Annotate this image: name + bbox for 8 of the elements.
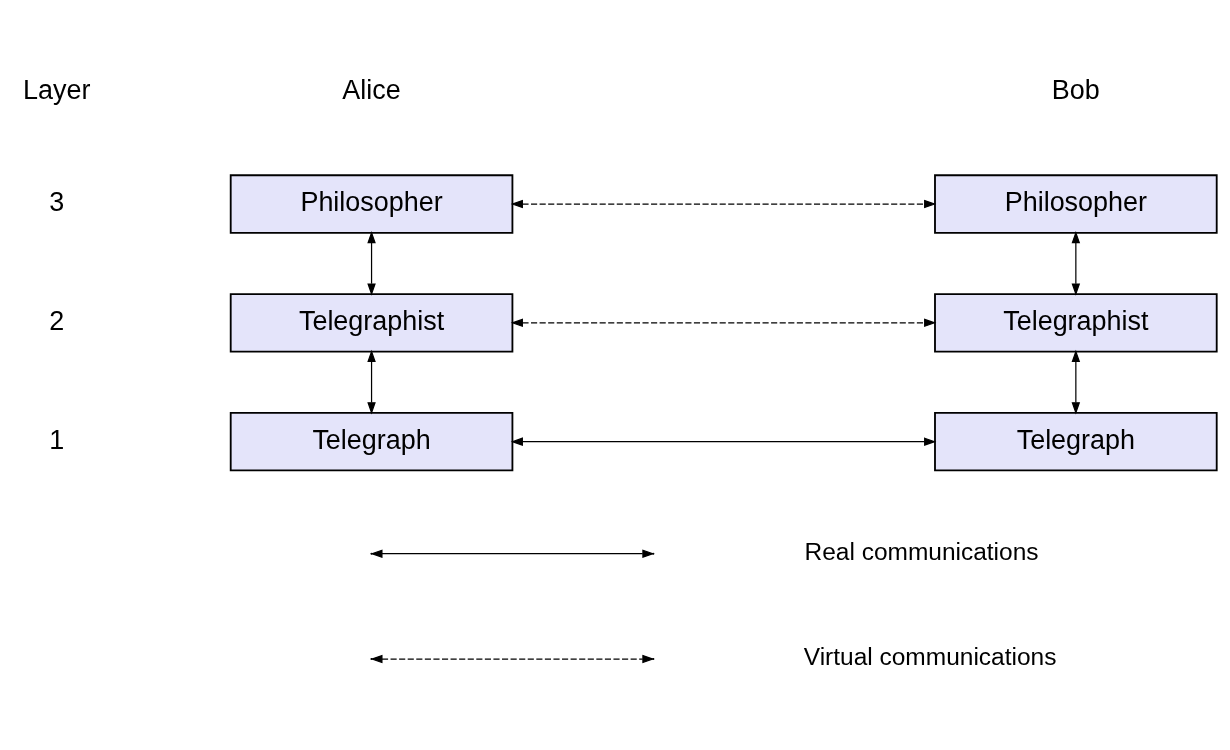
label: Layer [23,74,91,105]
label: 3 [49,186,65,217]
legend-label: Virtual communications [803,642,1057,670]
label: 2 [49,305,65,336]
label: Bob [1051,74,1100,105]
legend-label: Real communications [804,537,1039,565]
label: Alice [342,74,401,105]
label: 1 [49,424,65,454]
